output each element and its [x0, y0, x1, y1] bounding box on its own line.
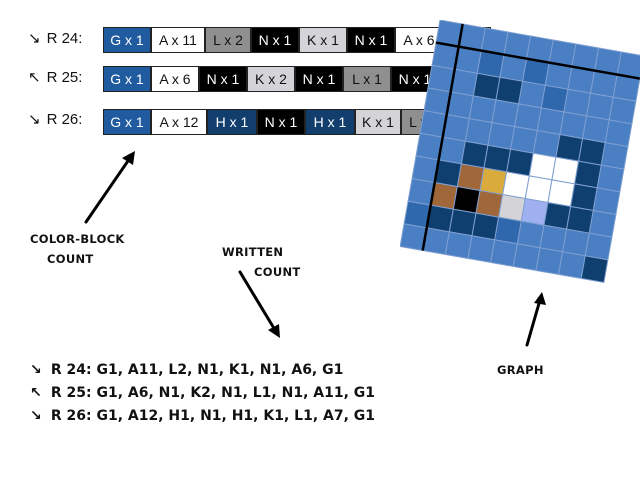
graph-guide-line — [435, 41, 640, 80]
arrow-to-graph — [525, 298, 542, 347]
color-block-N: N x 1 — [199, 66, 247, 92]
color-block-G: G x 1 — [103, 109, 151, 135]
color-block-N: N x 1 — [257, 109, 305, 135]
row-label-text: R 25: — [46, 68, 83, 86]
arrow-to-color-blocks — [84, 156, 132, 224]
color-block-L: L x 1 — [343, 66, 391, 92]
arrowhead-icon — [534, 292, 546, 305]
graph-cell — [580, 255, 609, 284]
arrowhead-icon — [122, 151, 135, 165]
diagonal-up-arrow-icon: ↖ — [30, 385, 42, 401]
arrow-to-written-count — [238, 270, 277, 332]
diagonal-down-arrow-icon: ↘ — [30, 408, 42, 424]
color-block-H: H x 1 — [207, 109, 257, 135]
written-text: R 26: G1, A12, H1, N1, H1, K1, L1, A7, G… — [50, 408, 376, 424]
written-row-24: ↘ R 24: G1, A11, L2, N1, K1, N1, A6, G1 — [30, 362, 343, 378]
annotation-line: WRITTEN — [222, 245, 284, 259]
graph-label: GRAPH — [497, 363, 544, 377]
written-text: R 25: G1, A6, N1, K2, N1, L1, N1, A11, G… — [50, 385, 376, 401]
annotation-line: COUNT — [254, 265, 301, 279]
color-block-A: A x 6 — [151, 66, 199, 92]
pattern-graph — [400, 20, 640, 284]
written-text: R 24: G1, A11, L2, N1, K1, N1, A6, G1 — [50, 362, 344, 378]
written-row-25: ↖ R 25: G1, A6, N1, K2, N1, L1, N1, A11,… — [30, 385, 375, 401]
color-block-A: A x 12 — [151, 109, 207, 135]
graph-guide-line — [421, 23, 464, 251]
color-block-K: K x 1 — [299, 27, 347, 53]
color-block-K: K x 2 — [247, 66, 295, 92]
color-block-K: K x 1 — [355, 109, 401, 135]
color-block-H: H x 1 — [305, 109, 355, 135]
written-count-label: WRITTEN COUNT — [222, 245, 301, 279]
diagonal-up-arrow-icon: ↖ — [28, 69, 41, 86]
color-block-L: L x 2 — [205, 27, 251, 53]
diagonal-down-arrow-icon: ↘ — [28, 111, 41, 128]
graph-grid — [400, 20, 640, 284]
row-label-24: ↘ R 24: — [28, 29, 83, 48]
written-row-26: ↘ R 26: G1, A12, H1, N1, H1, K1, L1, A7,… — [30, 408, 375, 424]
color-block-A: A x 11 — [151, 27, 205, 53]
color-block-N: N x 1 — [251, 27, 299, 53]
arrowhead-icon — [268, 324, 280, 338]
row-label-text: R 24: — [46, 29, 83, 47]
row-label-26: ↘ R 26: — [28, 110, 83, 129]
annotation-line: COLOR-BLOCK — [30, 232, 125, 246]
annotation-line: COUNT — [47, 252, 94, 266]
color-block-N: N x 1 — [347, 27, 395, 53]
color-block-G: G x 1 — [103, 27, 151, 53]
diagonal-down-arrow-icon: ↘ — [30, 362, 42, 378]
row-label-text: R 26: — [46, 110, 83, 128]
row-label-25: ↖ R 25: — [28, 68, 83, 87]
color-block-N: N x 1 — [295, 66, 343, 92]
diagonal-down-arrow-icon: ↘ — [28, 30, 41, 47]
color-block-G: G x 1 — [103, 66, 151, 92]
color-block-count-label: COLOR-BLOCK COUNT — [30, 232, 125, 266]
